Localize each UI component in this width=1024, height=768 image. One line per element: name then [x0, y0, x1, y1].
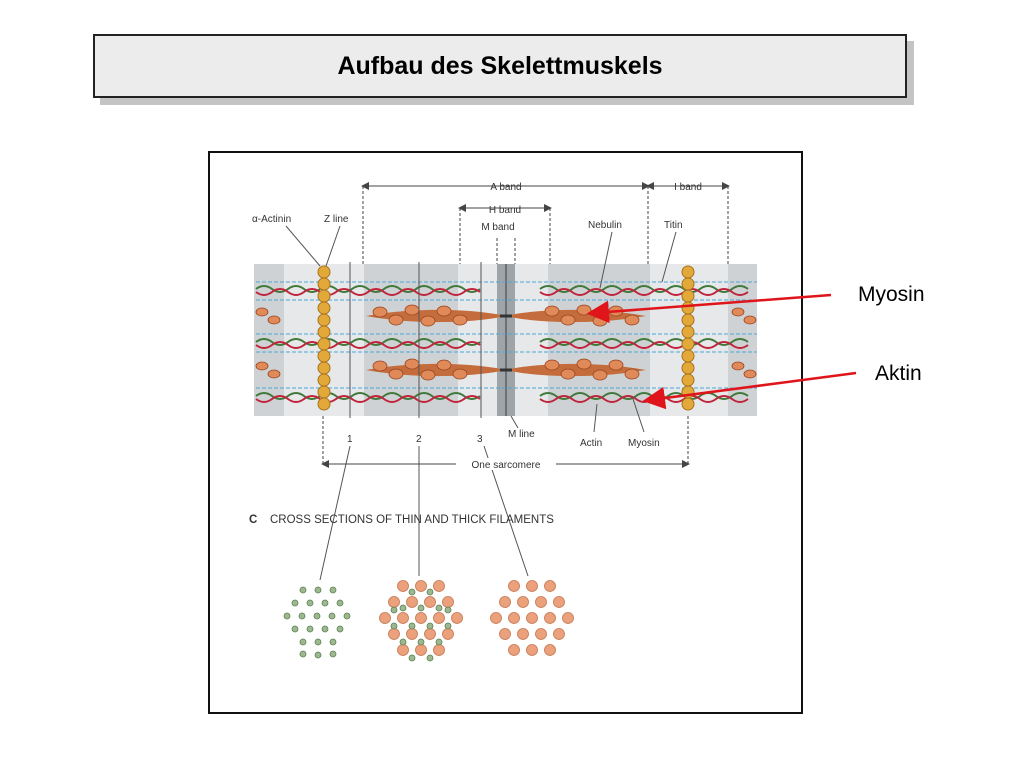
label-a-band: A band [490, 182, 521, 193]
figure-labels: A band I band H band M band α-Actinin Z … [249, 182, 702, 526]
leader-lines [285, 225, 677, 581]
label-one-sarcomere: One sarcomere [472, 460, 541, 471]
label-alpha-actinin: α-Actinin [252, 214, 291, 225]
label-h-band: H band [489, 205, 521, 216]
label-titin: Titin [664, 220, 683, 231]
label-section-3: 3 [477, 434, 483, 445]
label-actin: Actin [580, 438, 602, 449]
label-panel-c: C [249, 514, 257, 526]
callout-arrows [586, 293, 857, 410]
callout-myosin: Myosin [858, 283, 925, 306]
thick-filaments [255, 304, 757, 381]
label-myosin: Myosin [628, 438, 660, 449]
figure-frame [208, 151, 803, 714]
cross-section-2 [379, 580, 463, 662]
label-cross-sections: CROSS SECTIONS OF THIN AND THICK FILAMEN… [270, 514, 554, 526]
label-m-band: M band [481, 222, 514, 233]
label-z-line: Z line [324, 214, 349, 225]
label-nebulin: Nebulin [588, 220, 622, 231]
cross-section-1 [283, 586, 351, 659]
section-lines [349, 262, 482, 418]
titin-filaments [256, 281, 757, 389]
aktin-arrow [642, 371, 857, 410]
cross-section-3 [490, 580, 574, 656]
label-section-1: 1 [347, 434, 353, 445]
page-title: Aufbau des Skelettmuskels [337, 51, 663, 80]
sarcomere-label-bg [456, 458, 556, 470]
myosin-arrow [586, 293, 832, 324]
label-m-line: M line [508, 429, 535, 440]
thin-filaments [255, 285, 749, 403]
label-i-band: I band [674, 182, 702, 193]
label-section-2: 2 [416, 434, 422, 445]
callout-aktin: Aktin [875, 362, 922, 385]
title-box: Aufbau des Skelettmuskels [93, 34, 907, 98]
